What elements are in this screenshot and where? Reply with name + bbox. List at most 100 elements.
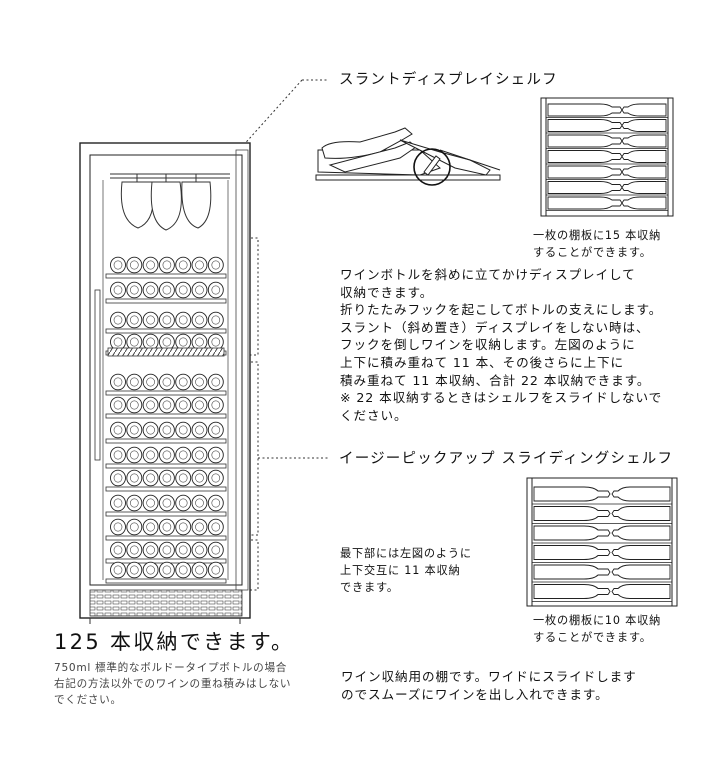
bottle-end <box>142 256 159 274</box>
bottle-end <box>110 446 126 464</box>
bottle-end <box>126 281 143 299</box>
bottle-end <box>175 311 192 329</box>
bottle-end <box>158 446 175 464</box>
sliding-capacity-line-2: することができます。 <box>533 631 652 644</box>
bottle-end <box>142 333 159 351</box>
ventilation-grille <box>89 589 243 617</box>
sliding-desc-line: ワイン収納用の棚です。ワイドにスライドします <box>341 669 637 684</box>
bottle-end <box>207 446 224 464</box>
bottle-end <box>142 561 159 579</box>
bottle-row <box>105 494 227 517</box>
door-handle <box>94 289 101 461</box>
bottle-end <box>126 311 143 329</box>
slant-desc-line: フックを倒しワインを収納します。左図のように <box>340 337 636 353</box>
slant-capacity-caption: 一枚の棚板に15 本収納 することができます。 <box>533 227 661 261</box>
bottle-end <box>126 494 143 512</box>
bottle-end <box>158 469 175 487</box>
bottle-end <box>207 396 224 414</box>
bottle-row <box>105 561 227 584</box>
bottle-row <box>105 421 227 444</box>
bottle-end <box>110 333 126 351</box>
bottle-end <box>142 494 159 512</box>
bottle-end <box>142 373 159 391</box>
slant-desc-line: スラント（斜め置き）ディスプレイをしない時は、 <box>340 319 650 335</box>
bottle-end <box>142 518 159 536</box>
bottle-end <box>175 421 192 439</box>
bottle-end <box>110 396 126 414</box>
cabinet-shelf <box>105 273 227 279</box>
bottle-end <box>142 541 159 559</box>
total-note-line: でください。 <box>54 694 122 706</box>
bottle-end <box>175 256 192 274</box>
bottle-end <box>191 541 208 559</box>
bottle-end <box>142 469 159 487</box>
bottle-row <box>105 541 227 564</box>
cabinet-shelf <box>105 438 227 444</box>
slant-bottle <box>546 150 668 165</box>
cabinet-shelf <box>105 486 227 492</box>
bottle-end <box>158 518 175 536</box>
bottle-end <box>175 494 192 512</box>
bottle-end <box>158 561 175 579</box>
bottle-end <box>110 281 126 299</box>
bottle-end <box>191 421 208 439</box>
slant-shelf-side-view <box>315 127 501 186</box>
bottle-end <box>175 281 192 299</box>
side-rails <box>102 180 229 580</box>
bottle-end <box>207 281 224 299</box>
bottle-end <box>175 373 192 391</box>
slant-desc-line: 積み重ねて 11 本収納、合計 22 本収納できます。 <box>340 372 651 388</box>
bottle-end <box>158 256 175 274</box>
bottle-end <box>191 469 208 487</box>
bottle-end <box>191 518 208 536</box>
bottle-end <box>191 373 208 391</box>
bottle-end <box>126 446 143 464</box>
bottle-end <box>191 256 208 274</box>
bottle-end <box>158 281 175 299</box>
bottle-end <box>126 256 143 274</box>
bottle-row <box>105 469 227 492</box>
bottle-end <box>110 541 126 559</box>
bottle-end <box>126 396 143 414</box>
slant-desc-line: 収納できます。 <box>340 284 434 300</box>
slant-shelf-description: ワインボトルを斜めに立てかけディスプレイして 収納できます。 折りたたみフックを… <box>340 266 685 424</box>
bottom-shelf-note: 最下部には左図のように 上下交互に 11 本収納 できます。 <box>340 545 472 596</box>
bottle-end <box>158 373 175 391</box>
cabinet-shelf <box>105 328 227 334</box>
bottle-row <box>105 311 227 334</box>
bottle-end <box>110 494 126 512</box>
bottle-end <box>207 541 224 559</box>
cabinet-shelf <box>105 535 227 541</box>
glass-rack <box>110 173 230 231</box>
bottle-end <box>126 421 143 439</box>
bottle-end <box>175 396 192 414</box>
bottle-end <box>142 311 159 329</box>
slant-bottle <box>546 134 668 149</box>
slant-desc-line: ※ 22 本収納するときはシェルフをスライドしないで <box>340 390 663 406</box>
slant-desc-line: 上下に積み重ねて 11 本、その後さらに上下に <box>340 354 625 370</box>
bottle-end <box>126 469 143 487</box>
sliding-bottle <box>532 486 672 505</box>
bottle-end <box>142 396 159 414</box>
bottle-row <box>105 281 227 304</box>
sliding-desc-line: のでスムーズにワインを出し入れできます。 <box>341 686 609 702</box>
bottle-end <box>158 396 175 414</box>
bottle-end <box>142 421 159 439</box>
bottle-end <box>191 333 208 351</box>
bottle-end <box>110 518 126 536</box>
slant-desc-line: ワインボトルを斜めに立てかけディスプレイして <box>340 267 636 282</box>
bottle-row <box>105 446 227 469</box>
total-capacity-headline: 125 本収納できます。 <box>54 630 295 654</box>
sliding-shelf-description: ワイン収納用の棚です。ワイドにスライドします のでスムーズにワインを出し入れでき… <box>341 668 686 703</box>
total-note-line: 750ml 標準的なボルドータイプボトルの場合 <box>54 662 288 674</box>
bottom-note-line: 最下部には左図のように <box>340 547 472 560</box>
bottle-end <box>207 311 224 329</box>
slant-desc-line: ください。 <box>340 407 408 423</box>
bottle-end <box>126 333 143 351</box>
sliding-bottle <box>532 564 672 583</box>
bottom-note-line: 上下交互に 11 本収納 <box>340 564 461 577</box>
bottle-row <box>105 518 227 541</box>
bottle-end <box>207 421 224 439</box>
bottle-row <box>105 396 227 419</box>
